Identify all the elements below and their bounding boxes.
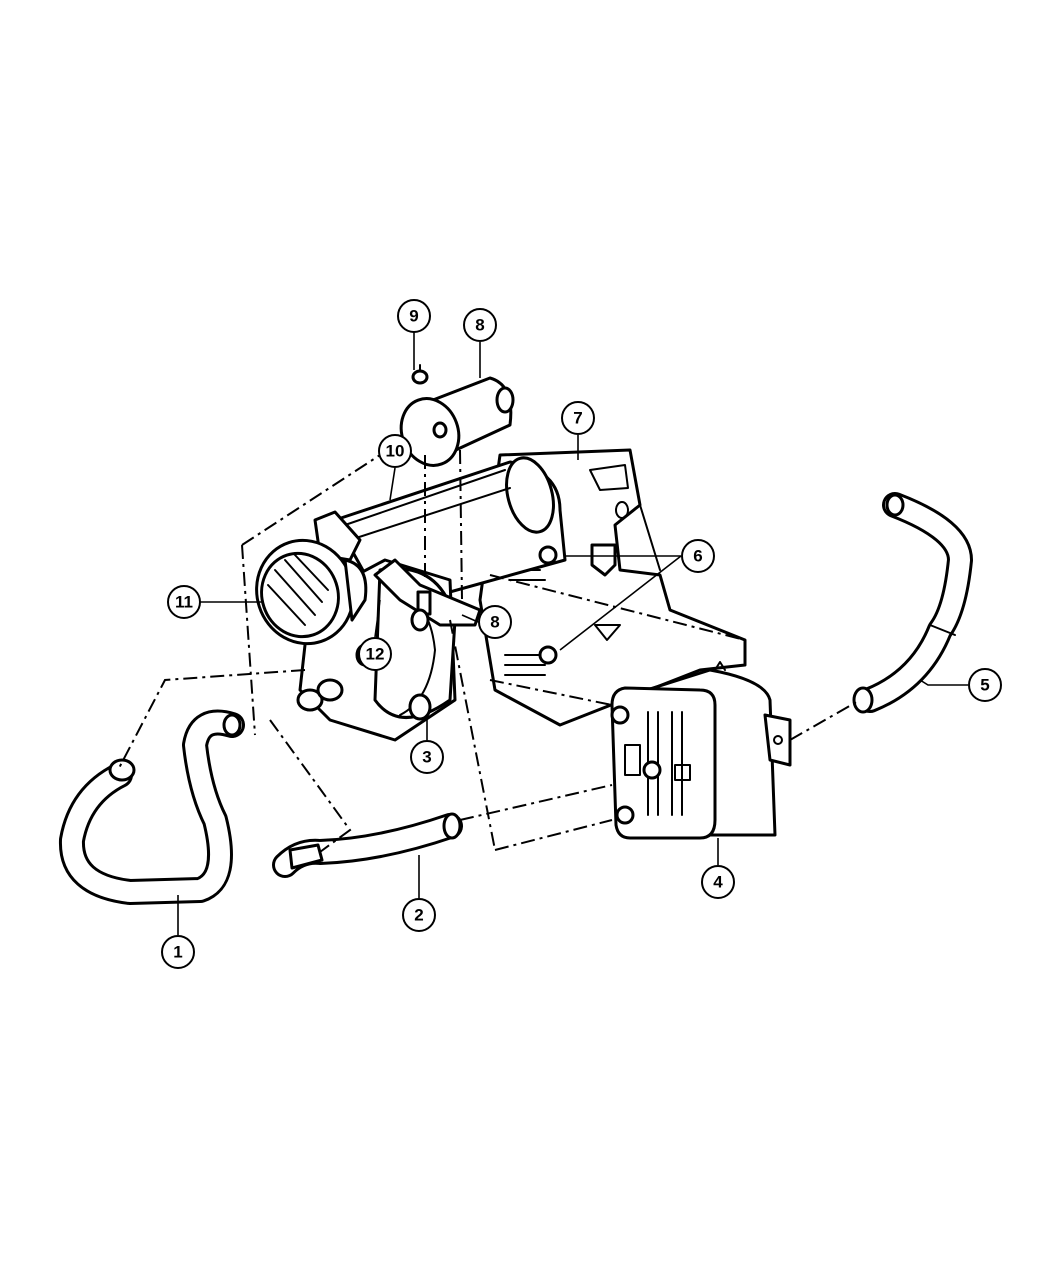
callout-2: 2 (402, 898, 436, 932)
callout-8-middle: 8 (478, 605, 512, 639)
hose-2 (272, 812, 463, 878)
fasteners (355, 543, 617, 721)
callout-label: 9 (409, 307, 418, 326)
callout-4: 4 (701, 865, 735, 899)
callout-label: 3 (422, 748, 431, 767)
callout-1: 1 (161, 935, 195, 969)
callout-11: 11 (167, 585, 201, 619)
vapor-canister (610, 661, 792, 840)
callout-3: 3 (410, 740, 444, 774)
callout-label: 12 (366, 645, 385, 664)
air-pump-filter (255, 538, 368, 646)
callout-label: 8 (475, 316, 484, 335)
callout-label: 10 (386, 442, 405, 461)
callout-9: 9 (397, 299, 431, 333)
hose-5 (852, 492, 973, 714)
callout-12: 12 (358, 637, 392, 671)
callout-5: 5 (968, 668, 1002, 702)
leader-lines (177, 332, 968, 935)
callout-label: 7 (573, 409, 582, 428)
callout-label: 2 (414, 906, 423, 925)
hose-1 (59, 709, 245, 905)
callout-6: 6 (681, 539, 715, 573)
assembly-lines (117, 449, 861, 853)
callout-8-top: 8 (463, 308, 497, 342)
callout-10: 10 (378, 434, 412, 468)
callout-7: 7 (561, 401, 595, 435)
callout-label: 6 (693, 547, 702, 566)
callout-label: 4 (713, 873, 723, 892)
callout-label: 1 (173, 943, 182, 962)
callout-label: 8 (490, 613, 499, 632)
pump-bracket (373, 558, 482, 627)
solenoid-valve (399, 364, 515, 467)
callout-label: 11 (175, 593, 193, 612)
callout-label: 5 (980, 676, 989, 695)
